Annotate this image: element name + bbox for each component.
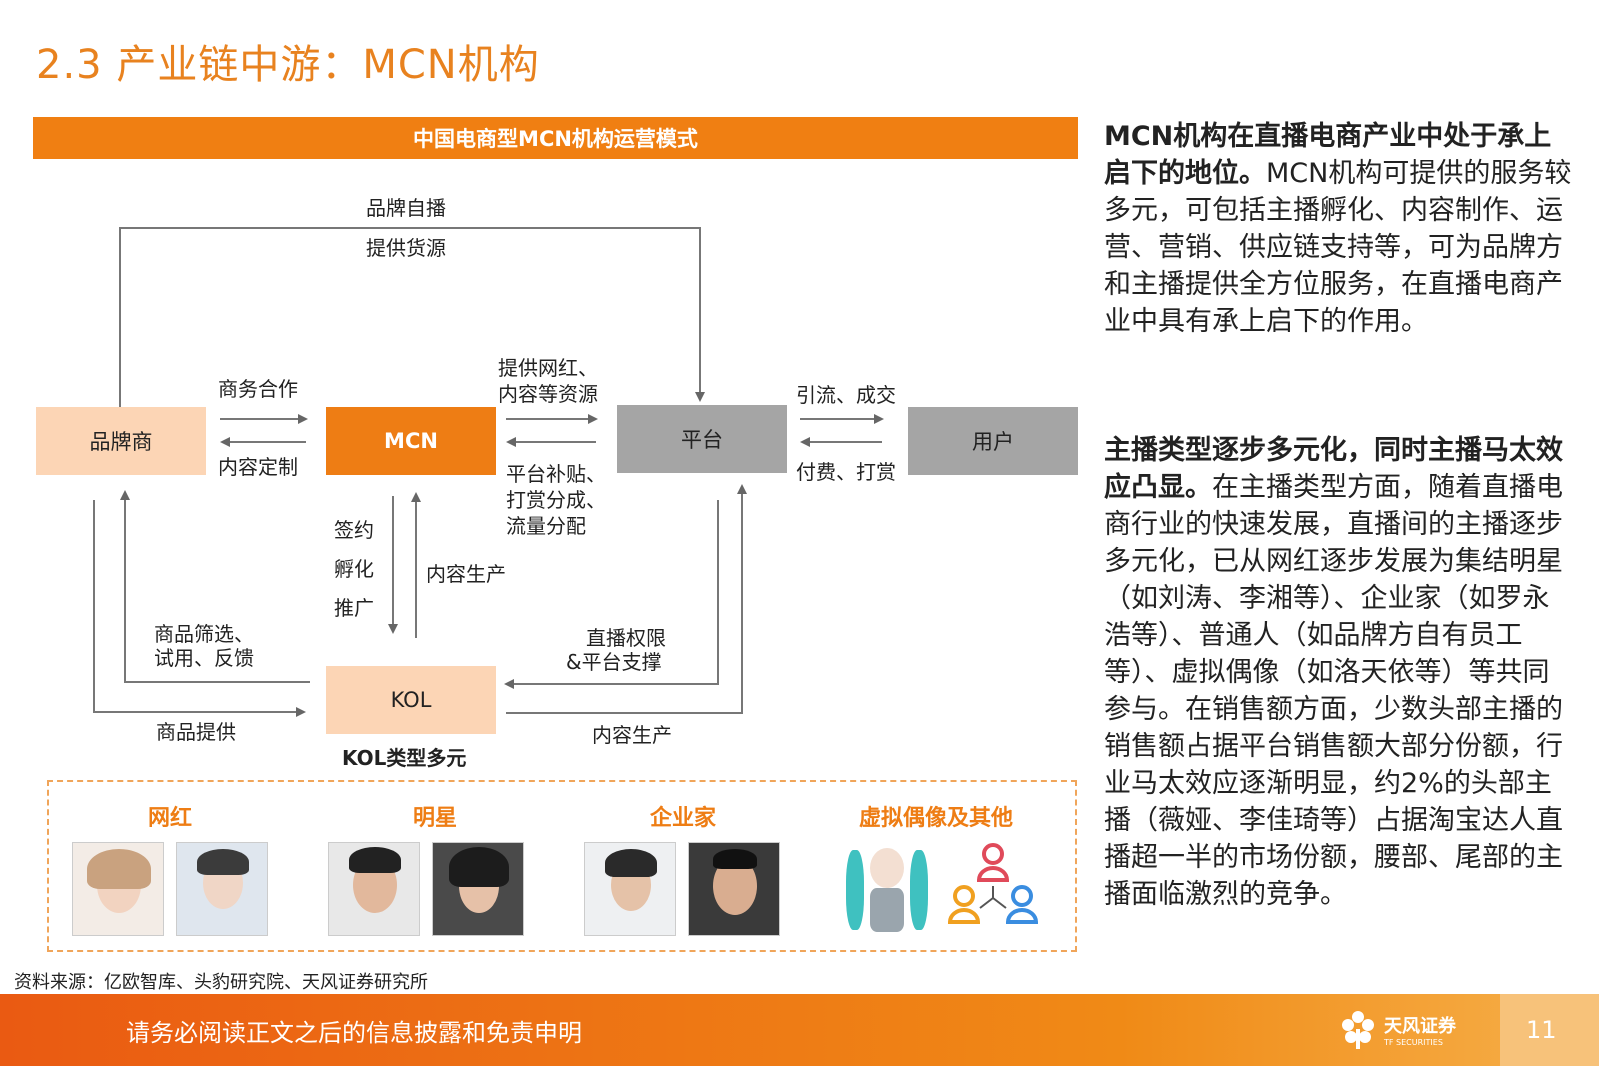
kol-types-panel: [47, 780, 1077, 952]
label-traffic-deal: 引流、成交: [796, 383, 896, 407]
label-goods-select-1: 商品筛选、: [154, 622, 254, 646]
right-paragraph-1: MCN机构在直播电商产业中处于承上启下的地位。MCN机构可提供的服务较多元，可包…: [1104, 118, 1574, 340]
node-platform: 平台: [617, 405, 787, 473]
label-sign: 签约: [334, 518, 374, 542]
label-promote: 推广: [334, 596, 374, 620]
node-kol: KOL: [326, 666, 496, 734]
kol-category-influencer: 网红: [147, 806, 192, 831]
virtual-idol-photo: [840, 842, 932, 936]
label-incubate: 孵化: [334, 557, 374, 581]
goods-feedback-arrow: [120, 490, 310, 683]
kol-platform-content-arrow: [506, 484, 747, 714]
right-paragraph-2: 主播类型逐步多元化，同时主播马太效应凸显。在主播类型方面，随着直播电商行业的快速…: [1104, 432, 1574, 913]
label-provide-influencer-2: 内容等资源: [498, 382, 598, 406]
celebrity-photo-2: [432, 842, 524, 936]
right-paragraph-1-body: MCN机构可提供的服务较多元，可包括主播孵化、内容制作、运营、营销、供应链支持等…: [1104, 158, 1572, 337]
label-business-coop: 商务合作: [218, 377, 298, 401]
live-rights-arrow: [504, 500, 719, 689]
entrepreneur-photo-1: [584, 842, 676, 936]
kol-category-virtual: 虚拟偶像及其他: [858, 806, 1013, 831]
label-content-production-2: 内容生产: [592, 723, 672, 747]
company-logo: 天风证券 TF SECURITIES: [1340, 1006, 1490, 1052]
node-mcn: MCN: [326, 407, 496, 475]
label-goods-select-2: 试用、反馈: [154, 646, 254, 670]
label-live-rights-2: &平台支撑: [566, 650, 662, 674]
label-platform-subsidy-2: 打赏分成、: [506, 488, 606, 512]
source-note: 资料来源：亿欧智库、头豹研究院、天风证券研究所: [14, 972, 428, 993]
footer-disclaimer: 请务必阅读正文之后的信息披露和免责申明: [126, 1019, 582, 1047]
page-title: 2.3 产业链中游：MCN机构: [36, 42, 540, 88]
footer-bar: [0, 994, 1599, 1066]
label-content-custom: 内容定制: [218, 455, 298, 479]
kol-category-celebrity: 明星: [412, 806, 457, 831]
logo-text: 天风证券: [1384, 1015, 1456, 1037]
label-goods-supply: 商品提供: [156, 720, 236, 744]
influencer-photo-2: [176, 842, 268, 936]
right-paragraph-2-body: 在主播类型方面，随着直播电商行业的快速发展，直播间的主播逐步多元化，已从网红逐步…: [1104, 472, 1563, 910]
label-platform-subsidy-3: 流量分配: [506, 514, 586, 538]
label-content-production-1: 内容生产: [426, 562, 506, 586]
kol-category-entrepreneur: 企业家: [649, 806, 716, 831]
flower-logo-icon: [1342, 1011, 1374, 1049]
node-user: 用户: [908, 407, 1078, 475]
diagram-banner: 中国电商型MCN机构运营模式: [33, 117, 1078, 159]
right-paragraph-1-lead: MCN机构在直播电商产业中处于承上启下的地位。: [1104, 121, 1552, 189]
people-network-icon: [947, 843, 1039, 924]
label-brand-self-live: 品牌自播: [366, 196, 446, 220]
logo-subtext: TF SECURITIES: [1384, 1037, 1443, 1047]
right-paragraph-2-lead: 主播类型逐步多元化，同时主播马太效应凸显。: [1104, 435, 1563, 503]
label-live-rights-1: 直播权限: [586, 626, 666, 650]
page-number-box: [1500, 994, 1599, 1066]
kol-types-title: KOL类型多元: [342, 746, 467, 770]
label-provide-influencer-1: 提供网红、: [498, 356, 598, 380]
influencer-photo-1: [72, 842, 164, 936]
entrepreneur-photo-2: [688, 842, 780, 936]
goods-supply-arrow: [93, 500, 306, 717]
label-pay-tip: 付费、打赏: [796, 460, 896, 484]
brand-self-live-arrow: [119, 227, 705, 407]
celebrity-photo-1: [328, 842, 420, 936]
label-platform-subsidy-1: 平台补贴、: [506, 462, 606, 486]
page-number: 11: [1526, 1016, 1557, 1044]
node-brand: 品牌商: [36, 407, 206, 475]
label-provide-goods: 提供货源: [366, 236, 446, 260]
